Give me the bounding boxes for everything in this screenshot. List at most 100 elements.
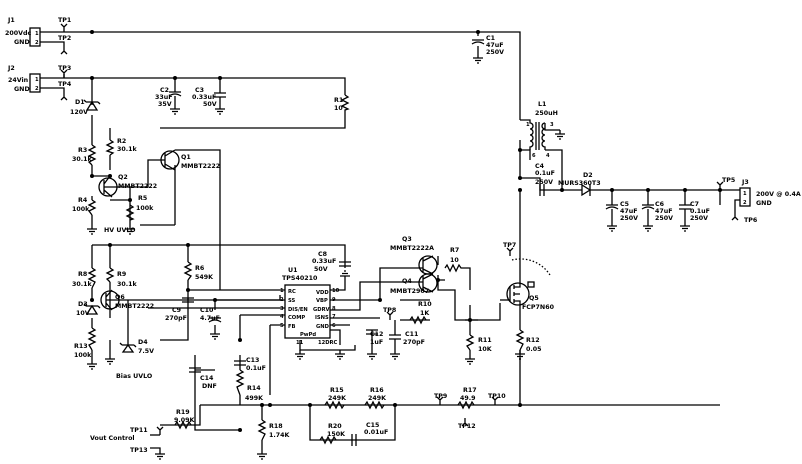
- svg-text:L1: L1: [538, 101, 546, 108]
- svg-text:249K: 249K: [368, 395, 387, 402]
- svg-text:R1: R1: [334, 97, 343, 104]
- j1-ref: J1: [7, 17, 15, 24]
- tp6-label: TP6: [744, 217, 758, 224]
- j3-pin1: 1: [743, 191, 747, 197]
- svg-text:R20: R20: [328, 423, 342, 430]
- svg-text:R9: R9: [117, 271, 126, 278]
- svg-text:R2: R2: [117, 138, 126, 145]
- j3-pin2: 2: [743, 200, 747, 206]
- svg-text:Q4: Q4: [402, 278, 412, 285]
- svg-text:C6: C6: [655, 201, 665, 208]
- capacitor-c9: C9 270pF: [165, 297, 194, 322]
- svg-text:R15: R15: [330, 387, 344, 394]
- connector-j3: J3 1 2 200V @ 0.4A GND: [739, 179, 801, 207]
- svg-text:1.74K: 1.74K: [269, 432, 291, 439]
- tp12-label: TP12: [458, 423, 476, 430]
- svg-text:49.9: 49.9: [460, 395, 476, 402]
- tp7-label: TP7: [503, 242, 516, 249]
- svg-text:1K: 1K: [420, 310, 430, 317]
- ic-u1: U1 TPS40210 1 RC 2 SS 3 DIS/EN 4 COMP 5 …: [280, 267, 340, 346]
- capacitor-c10: C10 4.7uF: [200, 307, 222, 323]
- capacitor-c12: C12 1uF: [366, 329, 383, 346]
- j3-ref: J3: [741, 179, 749, 186]
- tp5-label: TP5: [722, 177, 735, 184]
- svg-text:10V: 10V: [76, 310, 90, 317]
- capacitor-c15: C15 0.01uF: [351, 422, 388, 446]
- svg-text:7: 7: [332, 314, 336, 320]
- svg-text:MURS360T3: MURS360T3: [558, 180, 601, 187]
- capacitor-c1: C1 47uF 250V: [471, 35, 504, 56]
- diode-d4: D4 7.5V: [119, 339, 154, 355]
- svg-text:30.1k: 30.1k: [117, 146, 138, 153]
- svg-text:C1: C1: [486, 35, 495, 42]
- svg-text:R7: R7: [450, 247, 459, 254]
- svg-text:MMBT2222A: MMBT2222A: [390, 245, 434, 252]
- resistors: [87, 94, 525, 445]
- svg-text:4.7uF: 4.7uF: [200, 315, 220, 322]
- svg-text:10: 10: [332, 288, 340, 294]
- svg-text:0.33uF: 0.33uF: [312, 258, 336, 265]
- section-labels: HV UVLO Bias UVLO Vout Control: [90, 227, 153, 442]
- svg-text:Q2: Q2: [118, 174, 128, 181]
- svg-text:MMBT2222: MMBT2222: [115, 303, 154, 310]
- svg-text:549K: 549K: [195, 274, 214, 281]
- tp4-label: TP4: [58, 81, 72, 88]
- svg-text:30.1k: 30.1k: [72, 281, 93, 288]
- svg-text:Q5: Q5: [529, 295, 539, 302]
- tp13-label: TP13: [130, 447, 148, 454]
- capacitor-c11: C11 270pF: [389, 331, 425, 346]
- test-points: TP1 TP2 TP3 TP4 TP5 TP6 TP7 TP8 TP9 TP10…: [58, 17, 758, 454]
- capacitor-c5: C5 47uF 250V: [605, 201, 638, 222]
- svg-text:FB: FB: [288, 324, 296, 330]
- svg-text:GND: GND: [316, 324, 330, 330]
- j2-pin2: 2: [35, 86, 39, 92]
- svg-text:10: 10: [334, 105, 343, 112]
- svg-text:1: 1: [526, 122, 530, 128]
- svg-text:50V: 50V: [314, 266, 328, 273]
- capacitor-c2: C2 33uF 35V: [155, 87, 182, 108]
- j2-pin1: 1: [35, 77, 39, 83]
- svg-text:120V: 120V: [70, 109, 88, 116]
- svg-text:C2: C2: [160, 87, 169, 94]
- capacitor-c8: C8 0.33uF 50V: [312, 251, 351, 273]
- svg-text:100k: 100k: [136, 205, 154, 212]
- svg-text:C13: C13: [246, 357, 259, 364]
- svg-text:Q6: Q6: [115, 294, 125, 301]
- svg-text:5: 5: [280, 323, 284, 329]
- svg-text:R18: R18: [269, 423, 283, 430]
- svg-text:Q3: Q3: [402, 236, 412, 243]
- tp9-label: TP9: [434, 393, 447, 400]
- transistor-q2: Q2 MMBT2222: [98, 174, 157, 198]
- svg-text:C8: C8: [318, 251, 327, 258]
- svg-text:C4: C4: [535, 163, 545, 170]
- svg-text:250uH: 250uH: [535, 110, 558, 117]
- svg-text:R19: R19: [176, 409, 190, 416]
- svg-text:250V: 250V: [655, 215, 673, 222]
- wires: [40, 31, 740, 450]
- svg-text:R10: R10: [418, 301, 432, 308]
- transistor-q5: Q5 FCP7N60: [506, 258, 555, 311]
- svg-text:C11: C11: [405, 331, 418, 338]
- connector-j1: J1 1 2 200Vdc GND: [5, 17, 41, 47]
- svg-text:MMBT2222: MMBT2222: [118, 183, 157, 190]
- svg-text:4: 4: [280, 314, 284, 320]
- svg-text:PwPd: PwPd: [300, 332, 316, 338]
- svg-text:150K: 150K: [327, 431, 346, 438]
- svg-text:47uF: 47uF: [655, 208, 673, 215]
- capacitor-c13: C13 0.1uF: [234, 357, 266, 372]
- tp3-label: TP3: [58, 65, 71, 72]
- svg-text:100k: 100k: [74, 352, 92, 359]
- svg-text:30.1k: 30.1k: [72, 156, 93, 163]
- svg-text:C3: C3: [195, 87, 204, 94]
- svg-text:DNF: DNF: [202, 383, 217, 390]
- svg-text:12DRC: 12DRC: [318, 340, 338, 346]
- svg-text:FCP7N60: FCP7N60: [522, 304, 555, 311]
- j1-net-b: GND: [14, 39, 30, 46]
- vout-control-label: Vout Control: [90, 435, 135, 442]
- svg-text:0.1uF: 0.1uF: [246, 365, 266, 372]
- capacitor-c7: C7 0.1uF 250V: [679, 201, 710, 222]
- svg-text:COMP: COMP: [288, 315, 305, 321]
- svg-text:250V: 250V: [690, 215, 708, 222]
